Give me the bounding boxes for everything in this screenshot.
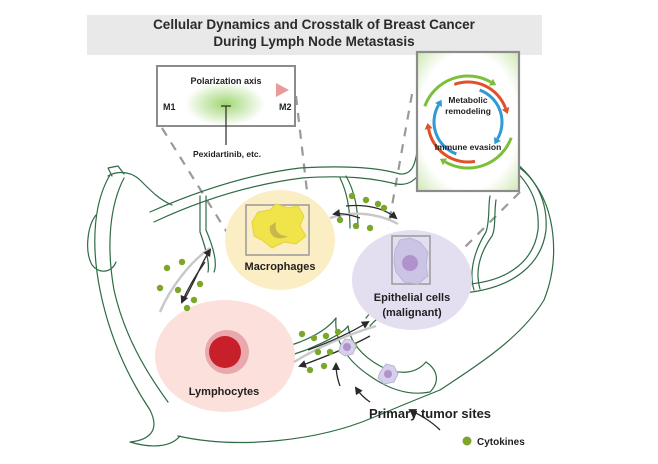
- cycle-label-remodeling: remodeling: [445, 106, 491, 116]
- lymphocyte-cell-icon: [209, 336, 241, 368]
- arrow-lymph-to-epi: [307, 320, 370, 351]
- callout-line-right: [294, 95, 310, 201]
- cytokine-dots: [156, 192, 388, 374]
- cycle-arrow-green-top-head: [489, 78, 497, 86]
- tumor-cell-nucleus-icon-1: [343, 343, 351, 351]
- vessel-right-twig-b: [477, 199, 497, 290]
- vessel-upper-arch-outer: [149, 139, 421, 213]
- polarization-heading: Polarization axis: [190, 76, 261, 86]
- cycle-arrow-green-top: [423, 74, 492, 107]
- cytokine-dot: [336, 216, 344, 224]
- cytokine-dot: [156, 284, 164, 292]
- cycle-arrow-green-bottom-head: [439, 158, 447, 166]
- cycle-arrow-red-top: [453, 80, 507, 109]
- cytokine-dot: [196, 280, 204, 288]
- cycle-arrow-blue-right: [479, 88, 504, 140]
- polarization-arrowhead: [276, 83, 289, 97]
- legend-cytokines-label: Cytokines: [477, 437, 525, 448]
- ghost-arc-left: [158, 247, 211, 313]
- cycle-arrow-red-bottom: [427, 128, 476, 164]
- cytokine-dot: [326, 348, 334, 356]
- vessel-center-twig-b: [345, 175, 359, 229]
- cytokine-dot: [163, 264, 171, 272]
- title-line-1: Cellular Dynamics and Crosstalk of Breas…: [153, 17, 476, 32]
- cycle-arrow-blue-left-head: [435, 99, 443, 107]
- epithelial-label-line-2: (malignant): [382, 307, 442, 319]
- cytokine-dot: [348, 192, 356, 200]
- arrow-migration-up: [332, 362, 341, 387]
- cytokine-dot: [298, 330, 306, 338]
- vessel-left-contour-inner: [109, 177, 169, 403]
- cycle-arrow-blue-left: [432, 104, 457, 156]
- cytokine-dot: [306, 366, 314, 374]
- metabolic-cycle-box: Metabolic remodeling Immune evasion: [415, 50, 521, 193]
- macrophage-cell-icon: [251, 203, 307, 249]
- cytokine-dot: [310, 334, 318, 342]
- epithelial-inset-frame: [391, 235, 431, 285]
- lymphocytes-label: Lymphocytes: [189, 386, 260, 398]
- cycle-label-metabolic: Metabolic: [448, 95, 487, 105]
- cycle-arrow-green-bottom: [444, 137, 513, 170]
- polarization-m2-label: M2: [279, 102, 292, 112]
- cycle-arrow-red-bottom-head: [424, 123, 433, 130]
- legend-cytokine-dot-icon: [462, 436, 472, 446]
- title-banner: Cellular Dynamics and Crosstalk of Breas…: [87, 15, 542, 55]
- vessel-right-twig: [471, 195, 491, 291]
- vessel-center-twig: [339, 177, 351, 229]
- cycle-label-immune-evasion: Immune evasion: [435, 142, 502, 152]
- polarization-green-glow: [185, 82, 265, 126]
- cytokine-dot: [183, 304, 191, 312]
- legend: Cytokines: [462, 436, 525, 448]
- vessel-top-left-tip: [107, 165, 125, 177]
- title-background: [87, 15, 542, 55]
- vessel-left-loop: [87, 214, 117, 272]
- lymphocytes-group: Lymphocytes: [155, 300, 295, 412]
- cytokine-dot: [366, 224, 374, 232]
- cycle-box-frame: [415, 50, 521, 193]
- arrow-epi-to-lymph: [298, 335, 371, 368]
- cytokine-dot: [190, 296, 198, 304]
- macrophages-group: Macrophages: [225, 190, 335, 290]
- title-line-2: During Lymph Node Metastasis: [213, 34, 414, 49]
- cycle-arrow-blue-right-head: [493, 137, 501, 145]
- cytokine-dot: [174, 286, 182, 294]
- cytokine-dot: [178, 258, 186, 266]
- inhibitor-label: Pexidartinib, etc.: [193, 149, 261, 159]
- macrophages-label: Macrophages: [245, 261, 316, 273]
- crosstalk-arrows: [158, 204, 441, 431]
- polarization-axis-box: Polarization axis M1 M2 Pexidartinib, et…: [156, 65, 296, 159]
- epithelial-label-line-1: Epithelial cells: [374, 292, 450, 304]
- primary-tumor-label: Primary tumor sites: [369, 406, 491, 421]
- callout-line-cycle-left: [386, 93, 414, 229]
- cytokine-dot: [374, 200, 382, 208]
- cytokine-dot: [320, 362, 328, 370]
- callout-line-left: [161, 127, 239, 251]
- epithelial-nucleus-icon: [402, 255, 418, 271]
- vessel-tumor-channel-inner: [347, 325, 427, 373]
- arrow-from-primary-tumor: [408, 409, 441, 431]
- cytokine-dot: [334, 328, 342, 336]
- cycle-arrows: [423, 74, 513, 170]
- polarization-m1-label: M1: [163, 102, 176, 112]
- vessel-left-contour-outer: [94, 174, 181, 447]
- cytokine-dot: [322, 332, 330, 340]
- macrophage-nucleus-icon: [269, 222, 288, 239]
- cytokine-dot: [380, 204, 388, 212]
- epithelial-cells-group: Epithelial cells (malignant): [352, 230, 472, 330]
- arrow-epi-to-macro: [332, 209, 361, 219]
- tumor-cell-nucleus-icon-2: [384, 370, 392, 378]
- vessel-top-left-branch: [107, 171, 173, 206]
- cytokine-dot: [362, 196, 370, 204]
- circulating-tumor-cells: [338, 338, 399, 385]
- cycle-arrow-red-top-head: [501, 106, 510, 114]
- vessel-left-twig-b: [205, 195, 216, 273]
- arrow-migration-middle: [354, 386, 371, 403]
- cytokine-dot: [352, 222, 360, 230]
- arrow-macro-to-lymph: [180, 261, 206, 304]
- cytokine-dot: [314, 348, 322, 356]
- arrow-macro-to-epi: [345, 204, 398, 220]
- vessel-bottom-contour: [177, 389, 441, 444]
